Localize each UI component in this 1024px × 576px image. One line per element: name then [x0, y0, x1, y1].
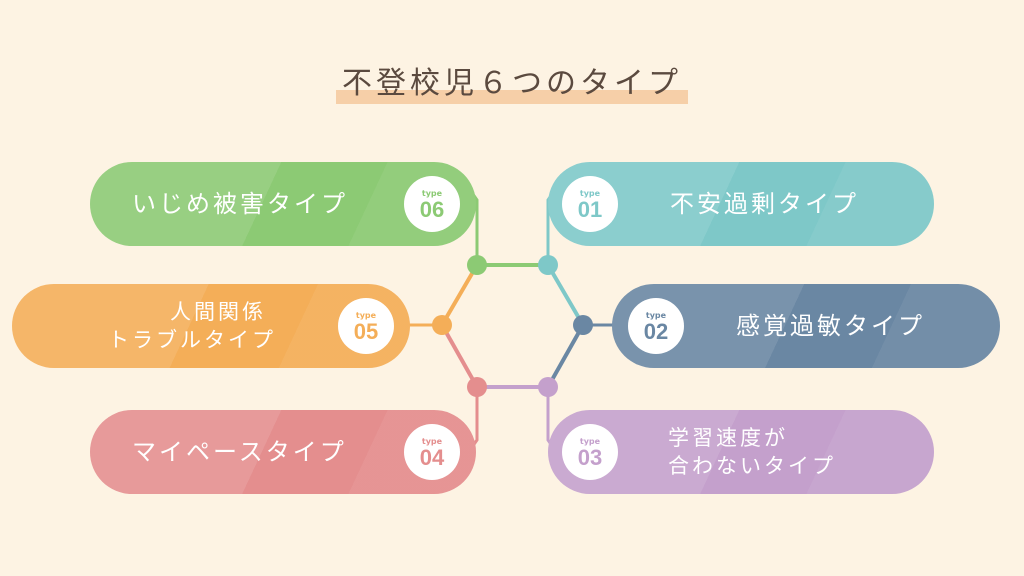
- type-05-badge: type 05: [338, 298, 394, 354]
- hex-edge-bottom-right: [546, 324, 585, 388]
- type-02-card: type 02 感覚過敏タイプ: [612, 284, 1000, 368]
- type-03-badge-number: 03: [577, 444, 603, 470]
- type-03-label-line1: 学習速度が: [668, 426, 788, 450]
- type-05-badge-word: type: [355, 310, 377, 320]
- node-06: [467, 255, 487, 275]
- node-02: [573, 315, 593, 335]
- type-06-card: いじめ被害タイプ type 06: [90, 162, 476, 246]
- node-05: [432, 315, 452, 335]
- type-04-label: マイペースタイプ: [132, 438, 347, 466]
- type-03-badge: type 03: [562, 424, 618, 480]
- type-04-card: マイペースタイプ type 04: [90, 410, 476, 494]
- page-title: 不登校児６つのタイプ: [336, 58, 688, 104]
- node-04: [467, 377, 487, 397]
- type-01-card: type 01 不安過剰タイプ: [548, 162, 934, 246]
- type-06-badge-word: type: [421, 188, 443, 198]
- type-02-badge-number: 02: [643, 318, 669, 344]
- type-01-badge: type 01: [562, 176, 618, 232]
- hex-edge-top-left: [440, 263, 479, 327]
- type-05-label-line2: トラブルタイプ: [108, 328, 276, 352]
- node-01: [538, 255, 558, 275]
- type-03-card: type 03 学習速度が 合わないタイプ: [548, 410, 934, 494]
- type-01-badge-number: 01: [577, 196, 603, 222]
- type-03-badge-word: type: [579, 436, 601, 446]
- type-04-badge-number: 04: [419, 444, 445, 470]
- type-03-label-line2: 合わないタイプ: [668, 454, 836, 478]
- type-05-label-line1: 人間関係: [170, 300, 266, 324]
- type-06-label: いじめ被害タイプ: [132, 190, 348, 218]
- type-02-label: 感覚過敏タイプ: [736, 312, 925, 340]
- type-04-badge-word: type: [421, 436, 443, 446]
- title-wrap: 不登校児６つのタイプ: [0, 58, 1024, 104]
- hex-edge-bottom-left: [440, 324, 479, 388]
- type-02-badge-word: type: [645, 310, 667, 320]
- type-04-badge: type 04: [404, 424, 460, 480]
- type-05-badge-number: 05: [353, 318, 379, 344]
- type-02-badge: type 02: [628, 298, 684, 354]
- type-01-label: 不安過剰タイプ: [670, 190, 859, 218]
- type-05-card: 人間関係 トラブルタイプ type 05: [12, 284, 410, 368]
- hex-edge-top-right: [546, 263, 585, 327]
- type-01-badge-word: type: [579, 188, 601, 198]
- type-06-badge-number: 06: [419, 196, 445, 222]
- node-03: [538, 377, 558, 397]
- type-06-badge: type 06: [404, 176, 460, 232]
